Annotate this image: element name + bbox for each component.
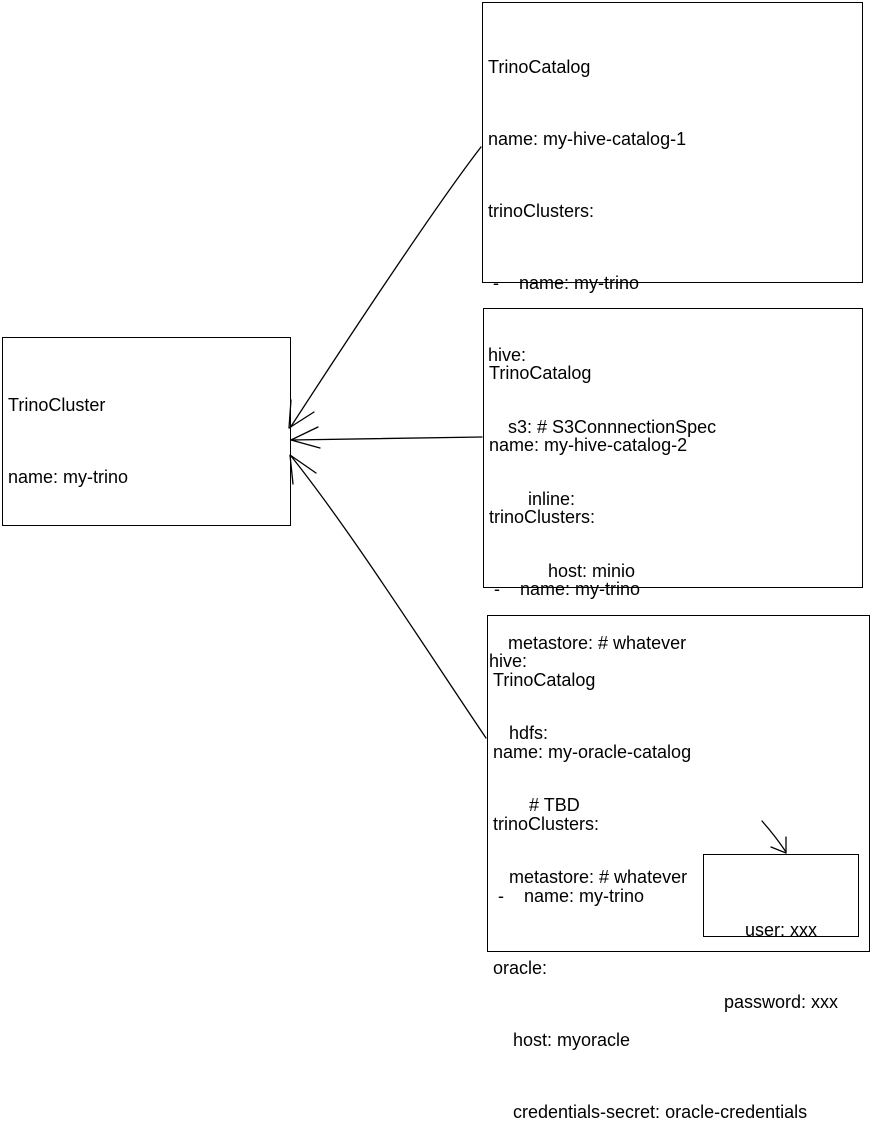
catalog-2-line-clusters: trinoClusters: <box>489 507 596 527</box>
arrow-catalog-3-to-cluster[interactable] <box>290 455 487 739</box>
catalog-1-line-kind: TrinoCatalog <box>488 57 591 77</box>
arrow-catalog-1-to-cluster[interactable] <box>289 146 482 429</box>
hive-catalog-2-text: TrinoCatalog name: my-hive-catalog-2 tri… <box>489 313 687 913</box>
arrow-catalog-2-to-cluster[interactable] <box>290 436 483 441</box>
catalog-3-line-name: name: my-oracle-catalog <box>493 742 692 762</box>
catalog-2-line-kind: TrinoCatalog <box>489 363 592 383</box>
catalog-3-line-clusters: trinoClusters: <box>493 814 600 834</box>
arrowhead-catalog-2 <box>290 426 321 449</box>
catalog-2-line-hive: hive: <box>489 651 528 671</box>
arrowhead-catalog-1 <box>288 399 315 429</box>
catalog-2-line-tbd: # TBD <box>489 795 580 815</box>
secret-line-password: password: xxx <box>723 992 839 1012</box>
trino-cluster-text: TrinoCluster name: my-trino <box>8 345 128 513</box>
catalog-1-line-inline: inline: <box>488 489 576 509</box>
catalog-3-line-cluster-name: - name: my-trino <box>493 886 645 906</box>
catalog-2-line-cluster-name: - name: my-trino <box>489 579 641 599</box>
catalog-2-line-name: name: my-hive-catalog-2 <box>489 435 688 455</box>
catalog-1-line-hive: hive: <box>488 345 527 365</box>
trino-cluster-kind: TrinoCluster <box>8 395 106 415</box>
catalog-1-line-metastore: metastore: # whatever <box>488 633 687 653</box>
catalog-1-line-name: name: my-hive-catalog-1 <box>488 129 687 149</box>
catalog-1-line-host: host: minio <box>488 561 636 581</box>
hive-catalog-1-text: TrinoCatalog name: my-hive-catalog-1 tri… <box>488 7 716 679</box>
hive-catalog-1-box[interactable] <box>482 2 863 283</box>
arrowhead-catalog-3 <box>289 454 317 485</box>
oracle-credentials-secret-text: user: xxx password: xxx <box>703 870 859 1038</box>
oracle-credentials-secret-box[interactable] <box>703 854 859 937</box>
oracle-catalog-box[interactable] <box>487 615 870 952</box>
trino-cluster-name: name: my-trino <box>8 467 129 487</box>
secret-line-user: user: xxx <box>744 920 818 940</box>
catalog-1-line-clusters: trinoClusters: <box>488 201 595 221</box>
catalog-3-line-credentials: credentials-secret: oracle-credentials <box>493 1102 808 1122</box>
catalog-3-line-kind: TrinoCatalog <box>493 670 596 690</box>
catalog-2-line-metastore: metastore: # whatever <box>489 867 688 887</box>
catalog-2-line-hdfs: hdfs: <box>489 723 549 743</box>
hive-catalog-2-box[interactable] <box>483 308 863 588</box>
catalog-1-line-s3: s3: # S3ConnnectionSpec <box>488 417 717 437</box>
catalog-1-line-cluster-name: - name: my-trino <box>488 273 640 293</box>
